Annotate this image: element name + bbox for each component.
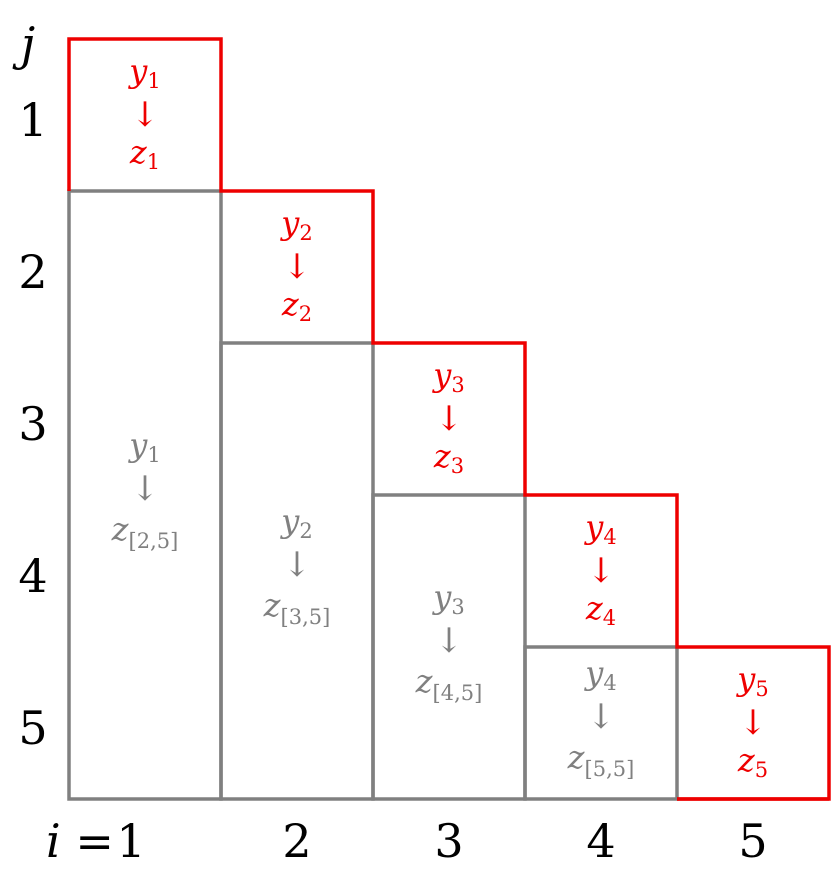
red-cells: y1 ↓ z1 y2 ↓ z2 y3 ↓ z3 y4 ↓ z4 y5 ↓ z5 (127, 52, 768, 782)
svg-text:y2: y2 (279, 502, 312, 543)
col-label-5: 5 (738, 814, 767, 868)
red-cell-1-arrow: ↓ (131, 95, 160, 135)
col-label-4: 4 (586, 814, 615, 868)
red-cell-5-zsub: 5 (755, 758, 768, 782)
col-axis: i = 1 2 3 4 5 (46, 814, 768, 868)
svg-text:z1: z1 (129, 133, 160, 174)
gray-cell-4: y4 ↓ z[5,5] (567, 654, 635, 781)
gray-cell-4-arrow: ↓ (587, 697, 616, 737)
svg-text:z2: z2 (281, 285, 312, 326)
gray-cell-3-z: z (415, 662, 434, 700)
svg-text:z[2,5]: z[2,5] (111, 510, 179, 553)
svg-text:y5: y5 (735, 660, 768, 701)
gray-cell-3-zsub: [4,5] (433, 681, 483, 705)
svg-text:y4: y4 (583, 654, 616, 695)
red-cell-3-y: y (431, 356, 452, 394)
red-cell-4-zsub: 4 (603, 606, 616, 630)
red-cell-1-zsub: 1 (147, 150, 160, 174)
gray-cell-4-z: z (567, 738, 586, 776)
gray-cell-4-y: y (583, 654, 604, 692)
gray-blocks (67, 189, 679, 801)
gray-cell-2-z: z (263, 586, 282, 624)
red-cell-2-ysub: 2 (299, 221, 312, 245)
gray-cell-1-y: y (127, 426, 148, 464)
red-cell-3: y3 ↓ z3 (431, 356, 464, 478)
red-cell-1: y1 ↓ z1 (127, 52, 160, 174)
row-label-3: 3 (18, 397, 47, 451)
row-label-5: 5 (18, 701, 47, 755)
row-label-1: 1 (18, 93, 47, 147)
red-cell-3-ysub: 3 (451, 373, 464, 397)
red-cell-1-z: z (129, 133, 148, 171)
svg-text:z[5,5]: z[5,5] (567, 738, 635, 781)
red-cell-5-y: y (735, 660, 756, 698)
row-axis-label: j (12, 17, 35, 71)
red-staircase-outline (67, 37, 831, 801)
red-cell-4-z: z (585, 589, 604, 627)
red-cell-5-arrow: ↓ (739, 703, 768, 743)
svg-text:y1: y1 (127, 52, 160, 93)
gray-block-col-4 (523, 645, 679, 801)
gray-cell-2-arrow: ↓ (283, 545, 312, 585)
col-label-1: 1 (116, 814, 145, 868)
svg-text:y3: y3 (431, 356, 464, 397)
gray-cell-2-zsub: [3,5] (281, 605, 331, 629)
svg-text:z5: z5 (737, 741, 768, 782)
row-label-4: 4 (18, 549, 47, 603)
svg-text:y4: y4 (583, 508, 616, 549)
red-cell-5-ysub: 5 (755, 677, 768, 701)
red-cell-2-z: z (281, 285, 300, 323)
gray-cell-1-arrow: ↓ (131, 469, 160, 509)
gray-cell-3: y3 ↓ z[4,5] (415, 578, 483, 705)
gray-cell-1-ysub: 1 (147, 443, 160, 467)
gray-cell-1: y1 ↓ z[2,5] (111, 426, 179, 553)
red-cell-2-zsub: 2 (299, 302, 312, 326)
red-cell-2: y2 ↓ z2 (279, 204, 312, 326)
gray-cell-3-ysub: 3 (451, 595, 464, 619)
col-axis-prefix: i = (46, 814, 114, 868)
col-label-2: 2 (282, 814, 311, 868)
svg-text:z4: z4 (585, 589, 616, 630)
svg-text:y2: y2 (279, 204, 312, 245)
red-cell-2-y: y (279, 204, 300, 242)
gray-cells: y1 ↓ z[2,5] y2 ↓ z[3,5] y3 ↓ z[4,5] y4 ↓… (111, 426, 635, 781)
red-cell-5: y5 ↓ z5 (735, 660, 768, 782)
gray-cell-1-zsub: [2,5] (129, 529, 179, 553)
red-cell-4-arrow: ↓ (587, 551, 616, 591)
red-cell-1-ysub: 1 (147, 69, 160, 93)
svg-text:y1: y1 (127, 426, 160, 467)
red-cell-3-arrow: ↓ (435, 399, 464, 439)
gray-cell-2-y: y (279, 502, 300, 540)
gray-cell-4-zsub: [5,5] (585, 757, 635, 781)
row-axis: j 1 2 3 4 5 (12, 17, 48, 755)
gray-cell-4-ysub: 4 (603, 671, 616, 695)
red-cell-5-z: z (737, 741, 756, 779)
svg-text:y3: y3 (431, 578, 464, 619)
red-cell-4-y: y (583, 508, 604, 546)
red-cell-4: y4 ↓ z4 (583, 508, 616, 630)
gray-cell-3-y: y (431, 578, 452, 616)
row-label-2: 2 (18, 245, 47, 299)
gray-cell-2: y2 ↓ z[3,5] (263, 502, 331, 629)
svg-text:z[3,5]: z[3,5] (263, 586, 331, 629)
gray-cell-1-z: z (111, 510, 130, 548)
gray-cell-3-arrow: ↓ (435, 621, 464, 661)
red-cell-4-ysub: 4 (603, 525, 616, 549)
red-cell-3-zsub: 3 (451, 454, 464, 478)
red-cell-2-arrow: ↓ (283, 247, 312, 287)
col-label-3: 3 (434, 814, 463, 868)
svg-text:z3: z3 (433, 437, 464, 478)
gray-cell-2-ysub: 2 (299, 519, 312, 543)
red-cell-1-y: y (127, 52, 148, 90)
svg-text:z[4,5]: z[4,5] (415, 662, 483, 705)
red-cell-3-z: z (433, 437, 452, 475)
